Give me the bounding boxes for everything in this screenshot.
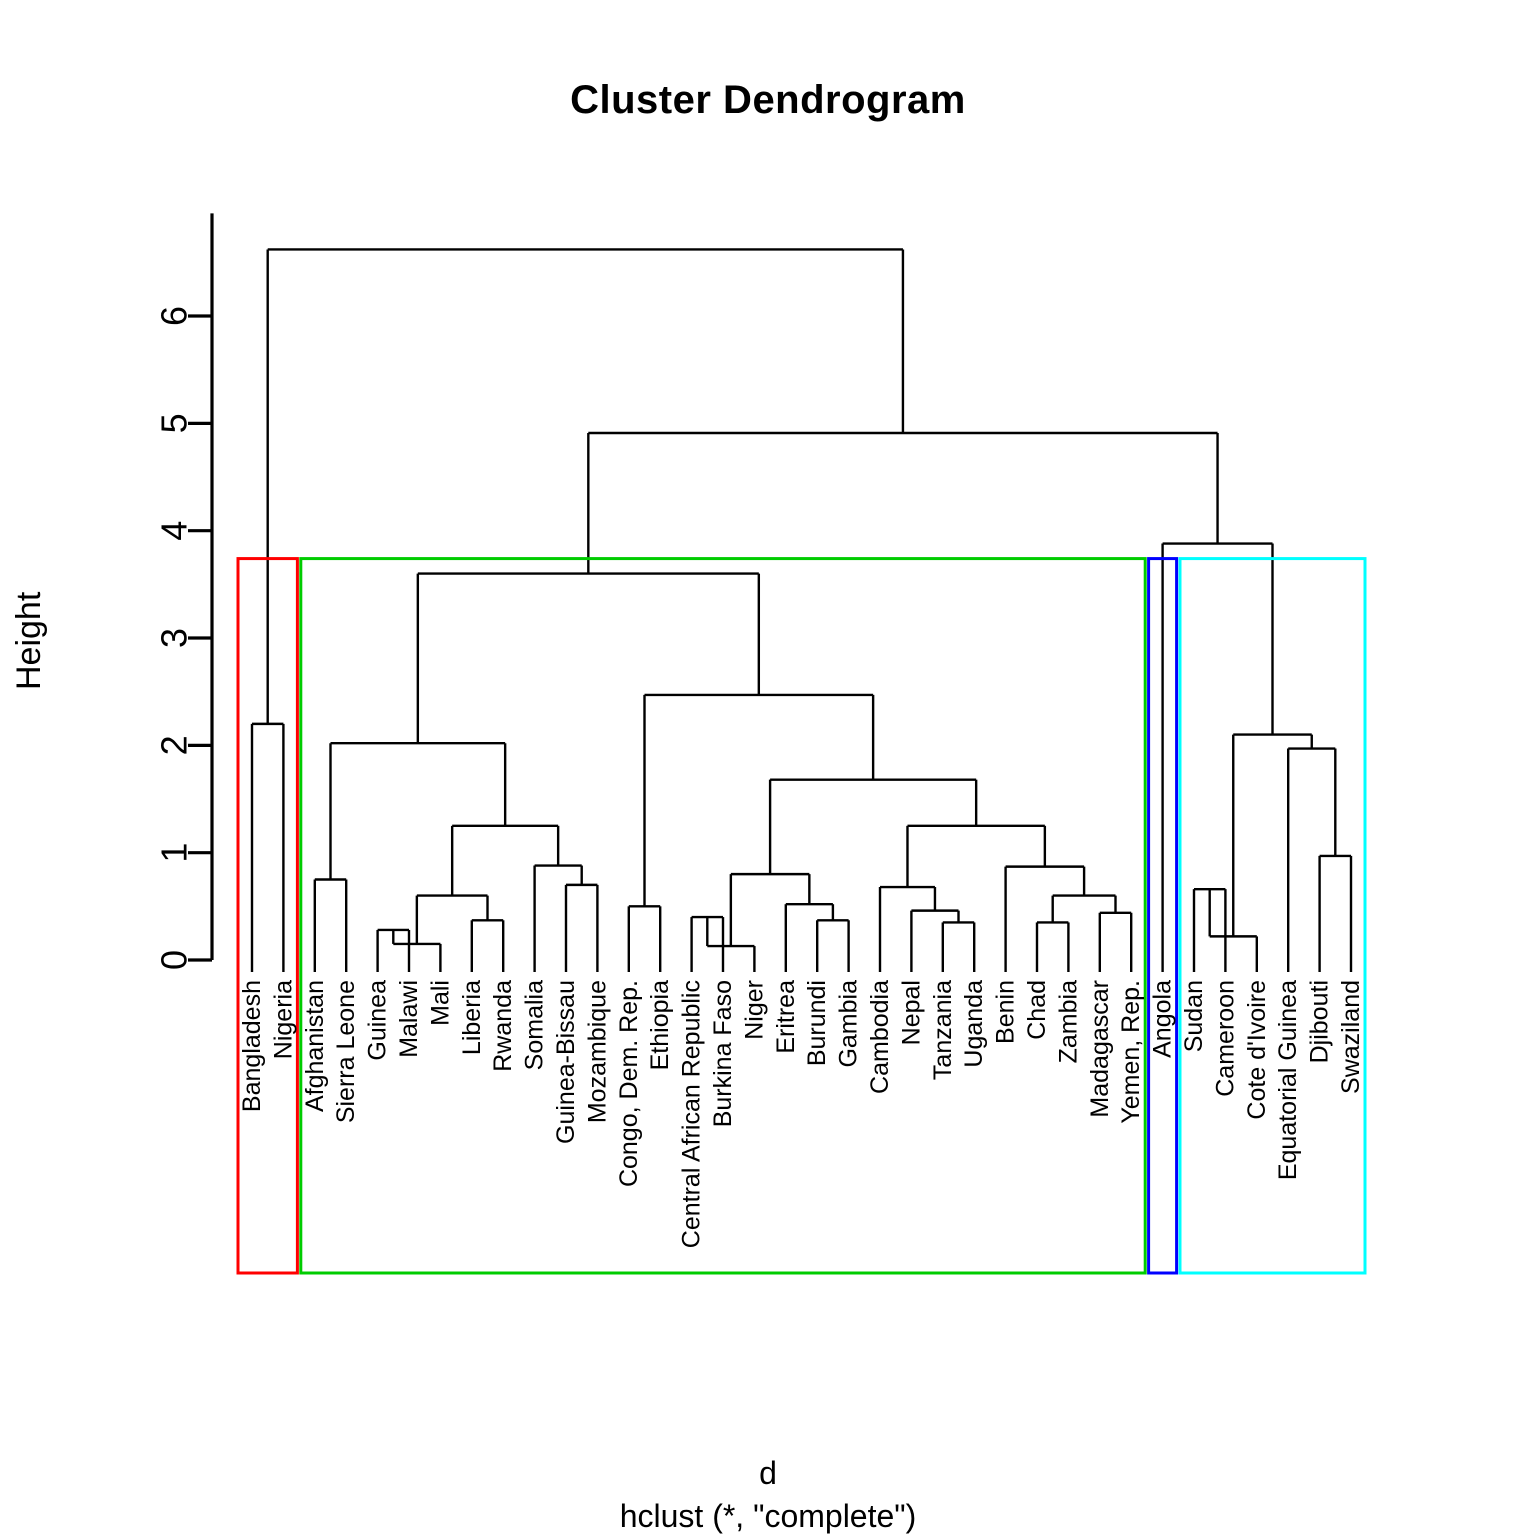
leaf-label: Equatorial Guinea [1274, 980, 1302, 1180]
y-axis-tick-label: 1 [154, 843, 195, 863]
leaf-label: Uganda [960, 980, 988, 1068]
cluster-red [236, 557, 299, 1275]
leaf-label: Zambia [1054, 980, 1082, 1063]
leaf-label: Congo, Dem. Rep. [615, 980, 643, 1187]
leaf-label: Liberia [458, 980, 486, 1055]
leaf-label: Burkina Faso [709, 980, 737, 1127]
leaf-label: Mozambique [583, 980, 611, 1123]
x-axis-sublabel: hclust (*, "complete") [619, 1498, 917, 1534]
cluster-boxes [236, 557, 1367, 1275]
cluster-blue [1147, 557, 1179, 1275]
leaf-label: Tanzania [929, 980, 957, 1080]
leaf-label: Sudan [1180, 980, 1208, 1052]
y-axis: 0 1 2 3 4 5 6 [154, 213, 214, 970]
leaf-label: Swaziland [1337, 980, 1365, 1094]
leaf-label: Malawi [395, 980, 423, 1058]
leaf-label: Niger [740, 980, 768, 1040]
leaf-label: Eritrea [772, 980, 800, 1054]
leaf-label: Yemen, Rep. [1117, 980, 1145, 1124]
cluster-green [299, 557, 1147, 1275]
leaf-label: Bangladesh [238, 980, 266, 1112]
y-axis-tick-label: 6 [154, 306, 195, 326]
leaf-label: Mali [426, 980, 454, 1026]
leaf-label: Burundi [803, 980, 831, 1066]
y-axis-tick-label: 0 [154, 950, 195, 970]
y-axis-tick-label: 5 [154, 413, 195, 433]
leaf-label: Djibouti [1306, 980, 1334, 1063]
leaf-label: Nigeria [269, 980, 297, 1059]
leaf-label: Sierra Leone [332, 980, 360, 1123]
y-axis-tick-label: 4 [154, 521, 195, 541]
cluster-cyan [1178, 557, 1367, 1275]
leaf-label: Afghanistan [301, 980, 329, 1112]
leaf-label: Ethiopia [646, 980, 674, 1070]
leaf-label: Angola [1149, 980, 1177, 1058]
leaf-label: Rwanda [489, 980, 517, 1072]
leaf-label: Nepal [897, 980, 925, 1045]
leaf-label: Cameroon [1211, 980, 1239, 1097]
leaf-label: Gambia [835, 980, 863, 1068]
leaf-label: Benin [992, 980, 1020, 1044]
leaf-label: Guinea-Bissau [552, 980, 580, 1144]
leaf-label: Madagascar [1086, 980, 1114, 1118]
page-title: Cluster Dendrogram [570, 78, 966, 122]
x-axis-label: d [759, 1455, 777, 1491]
leaf-label: Somalia [521, 980, 549, 1070]
y-axis-tick-label: 2 [154, 735, 195, 755]
leaf-label: Guinea [364, 980, 392, 1061]
dendrogram-tree [250, 248, 1353, 960]
leaf-label: Cote d'Ivoire [1243, 980, 1271, 1120]
y-axis-tick-label: 3 [154, 628, 195, 648]
leaf-label: Central African Republic [678, 980, 706, 1248]
leaf-label: Chad [1023, 980, 1051, 1040]
leaf-label: Cambodia [866, 980, 894, 1094]
